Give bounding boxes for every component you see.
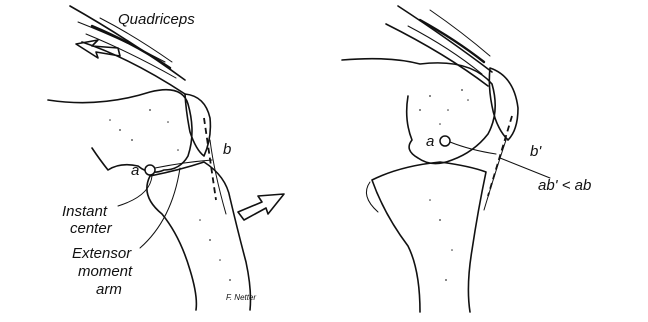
right-patella (489, 68, 518, 140)
label-extensor-moment-arm-line1: Extensor (72, 245, 132, 262)
label-extensor-moment-arm-line3: arm (96, 281, 122, 298)
left-tibia-motion-arrow (238, 194, 284, 220)
label-right-a: a (426, 133, 434, 150)
label-instant-center-line1: Instant (62, 203, 108, 220)
label-comparison: ab' < ab (538, 177, 591, 194)
right-tibia (372, 162, 486, 312)
label-extensor-moment-arm-line2: moment (78, 263, 133, 280)
label-left-a: a (131, 162, 139, 179)
right-instant-center-point (440, 136, 450, 146)
label-right-b-prime: b' (530, 143, 542, 160)
label-instant-center-line2: center (70, 220, 113, 237)
left-femur (48, 90, 192, 173)
right-quadriceps-muscle (386, 6, 492, 86)
left-quadriceps-pull-arrow (76, 40, 120, 58)
right-knee-illustration (342, 6, 550, 312)
label-quadriceps: Quadriceps (118, 11, 195, 28)
label-left-b: b (223, 141, 231, 158)
left-patella (185, 94, 210, 156)
left-instant-center-point (145, 165, 155, 175)
illustrator-signature: F. Netter (226, 293, 256, 302)
right-bone-shading (419, 89, 469, 281)
left-tibia (147, 162, 251, 310)
